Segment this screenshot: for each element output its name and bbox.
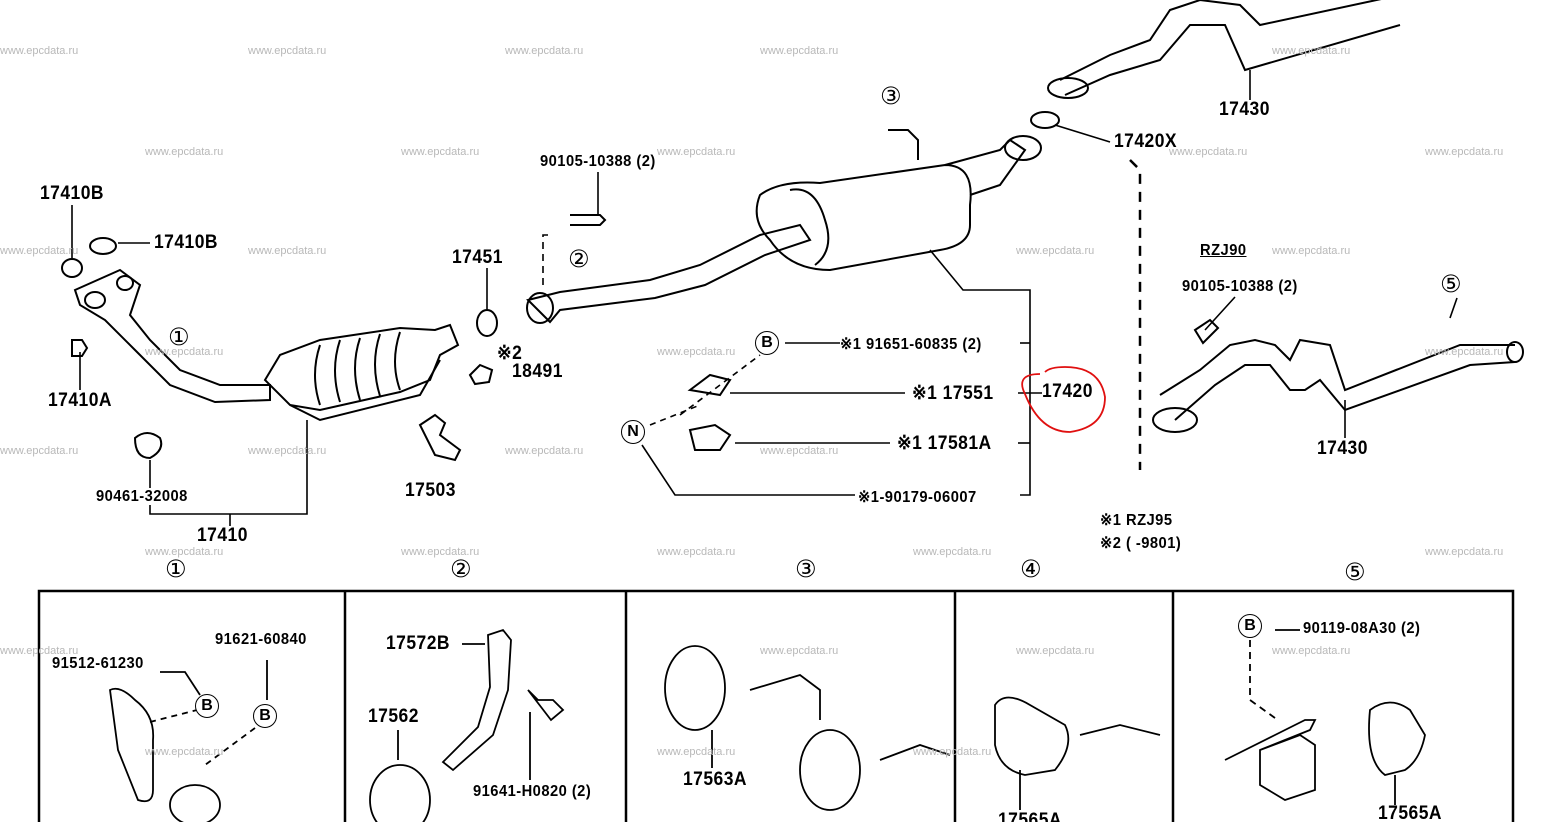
watermark: www.epcdata.ru [1425,546,1504,558]
part-label-17410b[interactable]: 17410B [40,183,104,204]
part-label-90105-10388[interactable]: 90105-10388 (2) [540,153,656,170]
watermark: www.epcdata.ru [1425,146,1504,158]
watermark: www.epcdata.ru [0,245,79,257]
watermark: www.epcdata.ru [145,546,224,558]
watermark: www.epcdata.ru [760,45,839,57]
part-label-17565a[interactable]: 17565A [1378,803,1442,822]
catalytic-converter-drawing [263,309,498,462]
watermark: www.epcdata.ru [657,346,736,358]
watermark: www.epcdata.ru [760,445,839,457]
callout-b: B [253,704,277,728]
watermark: www.epcdata.ru [760,645,839,657]
part-label-90105-10388[interactable]: 90105-10388 (2) [1182,278,1298,295]
watermark: www.epcdata.ru [145,746,224,758]
callout-3: ③ [880,82,902,110]
part-label-90119-08a30[interactable]: 90119-08A30 (2) [1303,620,1421,637]
part-label-17503[interactable]: 17503 [405,480,456,501]
part-label-91641-h0820[interactable]: 91641-H0820 (2) [473,783,592,800]
panel-header-5: ⑤ [1344,558,1366,586]
watermark: www.epcdata.ru [248,445,327,457]
part-label-90461-32008[interactable]: 90461-32008 [96,488,188,505]
panel-header-2: ② [450,555,472,583]
watermark: www.epcdata.ru [248,45,327,57]
callout-5: ⑤ [1440,270,1462,298]
footnote-1: ※1 RZJ95 [1100,512,1173,529]
callout-2: ② [568,245,590,273]
watermark: www.epcdata.ru [913,746,992,758]
watermark: www.epcdata.ru [1016,645,1095,657]
callout-b: B [755,331,779,355]
part-label-91651-60835[interactable]: ※1 91651-60835 (2) [840,336,982,353]
note-marker-2: ※2 [497,343,523,364]
panel-header-4: ④ [1020,555,1042,583]
part-label-17410[interactable]: 17410 [197,525,248,546]
part-label-91512-61230[interactable]: 91512-61230 [52,655,144,672]
part-label-17430[interactable]: 17430 [1219,99,1270,120]
watermark: www.epcdata.ru [401,546,480,558]
model-label-rzj90: RZJ90 [1200,242,1247,259]
watermark: www.epcdata.ru [248,245,327,257]
watermark: www.epcdata.ru [145,346,224,358]
part-label-17410a[interactable]: 17410A [48,390,112,411]
watermark: www.epcdata.ru [145,146,224,158]
part-label-17420[interactable]: 17420 [1042,381,1093,402]
footnote-2: ※2 ( -9801) [1100,535,1182,552]
watermark: www.epcdata.ru [505,45,584,57]
part-label-17430[interactable]: 17430 [1317,438,1368,459]
leader-lines [71,70,1458,526]
part-label-17581a[interactable]: ※1 17581A [897,433,992,454]
watermark: www.epcdata.ru [0,445,79,457]
panel-header-1: ① [165,555,187,583]
watermark: www.epcdata.ru [1272,45,1351,57]
watermark: www.epcdata.ru [0,45,79,57]
watermark: www.epcdata.ru [657,746,736,758]
part-label-17551[interactable]: ※1 17551 [912,383,994,404]
detail-part-drawings [109,628,1426,822]
part-label-91621-60840[interactable]: 91621-60840 [215,631,307,648]
part-label-90179-06007[interactable]: ※1-90179-06007 [858,489,977,506]
part-label-17563a[interactable]: 17563A [683,769,747,790]
highlight-circle [1021,366,1106,433]
watermark: www.epcdata.ru [1272,645,1351,657]
watermark: www.epcdata.ru [913,546,992,558]
watermark: www.epcdata.ru [657,546,736,558]
part-label-17420x[interactable]: 17420X [1114,131,1178,152]
part-label-17410b[interactable]: 17410B [154,232,218,253]
part-label-17451[interactable]: 17451 [452,247,503,268]
part-label-18491[interactable]: 18491 [512,361,563,382]
part-label-17562[interactable]: 17562 [368,706,419,727]
tail-pipe-drawing [1030,0,1524,433]
callout-n: N [621,420,645,444]
watermark: www.epcdata.ru [657,146,736,158]
part-label-17572b[interactable]: 17572B [386,633,450,654]
callout-b: B [1238,614,1262,638]
watermark: www.epcdata.ru [1169,146,1248,158]
watermark: www.epcdata.ru [0,645,79,657]
watermark: www.epcdata.ru [1272,245,1351,257]
watermark: www.epcdata.ru [505,445,584,457]
part-label-17565a[interactable]: 17565A [998,810,1062,822]
watermark: www.epcdata.ru [1016,245,1095,257]
panel-header-3: ③ [795,555,817,583]
detail-panel-frames [37,589,1515,822]
callout-1: ① [168,323,190,351]
muffler-drawing [526,129,1042,451]
watermark: www.epcdata.ru [1425,346,1504,358]
callout-b: B [195,694,219,718]
watermark: www.epcdata.ru [401,146,480,158]
